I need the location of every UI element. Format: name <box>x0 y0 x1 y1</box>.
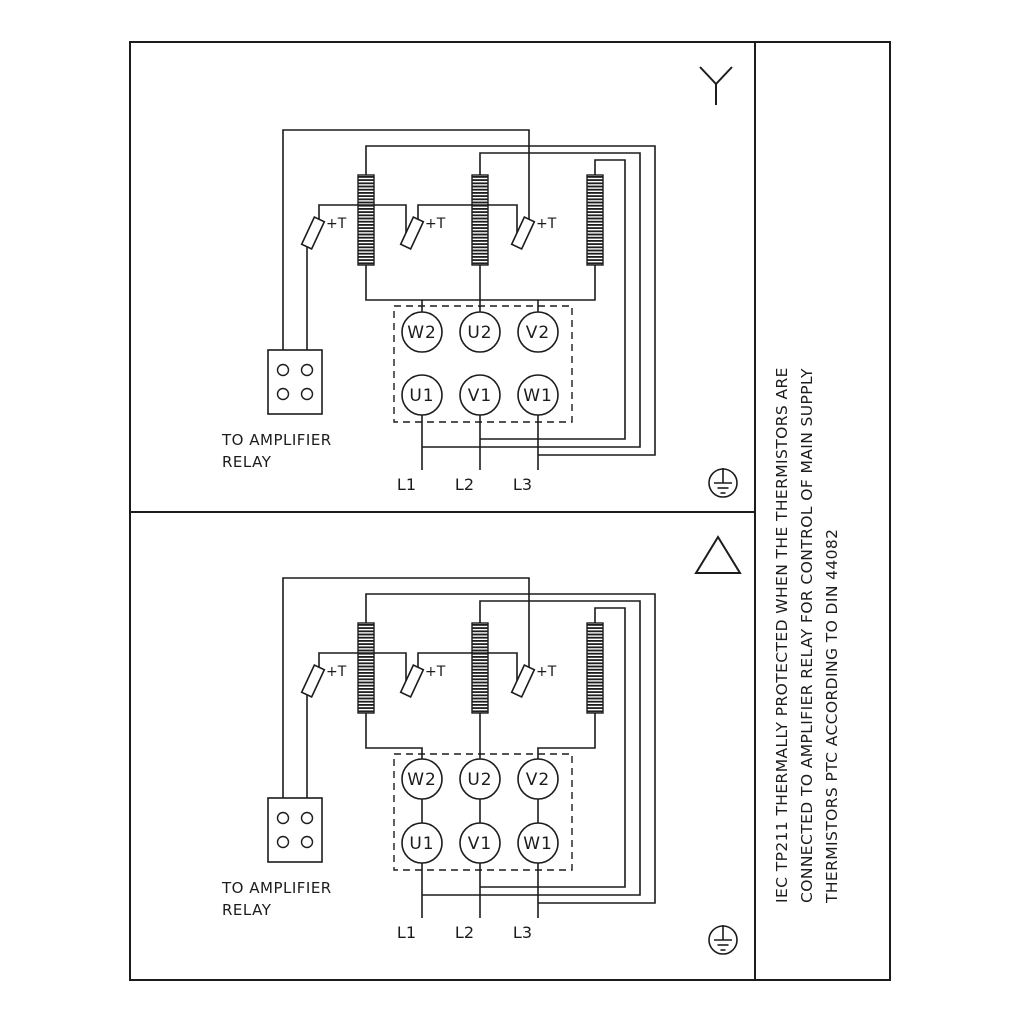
thermistor-symbol: +T <box>399 664 446 698</box>
svg-text:W1: W1 <box>523 386 553 406</box>
supply-label-l2: L2 <box>455 475 474 494</box>
svg-text:V2: V2 <box>526 323 550 343</box>
supply-label-l1: L1 <box>397 475 416 494</box>
delta-connection-icon <box>694 535 742 574</box>
side-note-line3: THERMISTORS PTC ACCORDING TO DIN 44082 <box>823 529 841 904</box>
terminal-v1: V1 <box>459 374 501 416</box>
relay-terminal-block <box>267 349 323 415</box>
earth-ground-icon <box>708 468 738 498</box>
supply-label-l2: L2 <box>455 923 474 942</box>
thermistor-label: +T <box>536 664 557 680</box>
motor-winding-coil-v <box>471 174 489 266</box>
motor-winding-coil-u <box>357 174 375 266</box>
thermistor-symbol: +T <box>510 664 557 698</box>
thermistor-label: +T <box>326 216 347 232</box>
relay-caption-line1: TO AMPLIFIER <box>221 431 332 449</box>
terminal-board <box>393 305 573 423</box>
thermistor-label: +T <box>425 664 446 680</box>
side-note-line2: CONNECTED TO AMPLIFIER RELAY FOR CONTROL… <box>798 368 816 903</box>
supply-label-l3: L3 <box>513 475 532 494</box>
thermistor-label: +T <box>536 216 557 232</box>
svg-text:U1: U1 <box>409 386 434 406</box>
thermistor-symbol: +T <box>510 216 557 250</box>
motor-winding-coil-w <box>586 622 604 714</box>
motor-winding-coil-w <box>586 174 604 266</box>
supply-label-l1: L1 <box>397 923 416 942</box>
star-connection-icon <box>699 66 733 105</box>
svg-text:W2: W2 <box>407 770 437 790</box>
terminal-w1: W1 <box>517 374 559 416</box>
terminal-u1: U1 <box>401 374 443 416</box>
svg-text:V1: V1 <box>468 834 492 854</box>
thermistor-label: +T <box>425 216 446 232</box>
terminal-u2: U2 <box>459 758 501 800</box>
relay-terminal-block <box>267 797 323 863</box>
svg-text:U2: U2 <box>467 770 492 790</box>
delta-connection-section: +T +T +T TO AMPLIFIER RELAY W2 U2 <box>221 535 742 955</box>
terminal-v1: V1 <box>459 822 501 864</box>
svg-text:V1: V1 <box>468 386 492 406</box>
thermistor-label: +T <box>326 664 347 680</box>
side-note-line1: IEC TP211 THERMALLY PROTECTED WHEN THE T… <box>773 367 791 903</box>
terminal-v2: V2 <box>517 758 559 800</box>
terminal-w2: W2 <box>401 311 443 353</box>
svg-text:U2: U2 <box>467 323 492 343</box>
side-note-panel: IEC TP211 THERMALLY PROTECTED WHEN THE T… <box>773 367 841 904</box>
thermistor-symbol: +T <box>300 664 347 698</box>
thermistor-symbol: +T <box>399 216 446 250</box>
svg-text:W2: W2 <box>407 323 437 343</box>
earth-ground-icon <box>708 925 738 955</box>
terminal-board <box>393 753 573 871</box>
svg-text:U1: U1 <box>409 834 434 854</box>
terminal-u2: U2 <box>459 311 501 353</box>
motor-winding-coil-v <box>471 622 489 714</box>
star-connection-section: +T +T +T TO AMPLIFIER RELAY W2 U2 <box>221 66 738 498</box>
relay-caption-line1: TO AMPLIFIER <box>221 879 332 897</box>
relay-caption-line2: RELAY <box>222 901 272 919</box>
terminal-w2: W2 <box>401 758 443 800</box>
terminal-u1: U1 <box>401 822 443 864</box>
terminal-w1: W1 <box>517 822 559 864</box>
svg-text:V2: V2 <box>526 770 550 790</box>
terminal-v2: V2 <box>517 311 559 353</box>
diagram-frame <box>129 41 891 981</box>
thermistor-symbol: +T <box>300 216 347 250</box>
motor-winding-coil-u <box>357 622 375 714</box>
supply-label-l3: L3 <box>513 923 532 942</box>
relay-caption-line2: RELAY <box>222 453 272 471</box>
svg-text:W1: W1 <box>523 834 553 854</box>
